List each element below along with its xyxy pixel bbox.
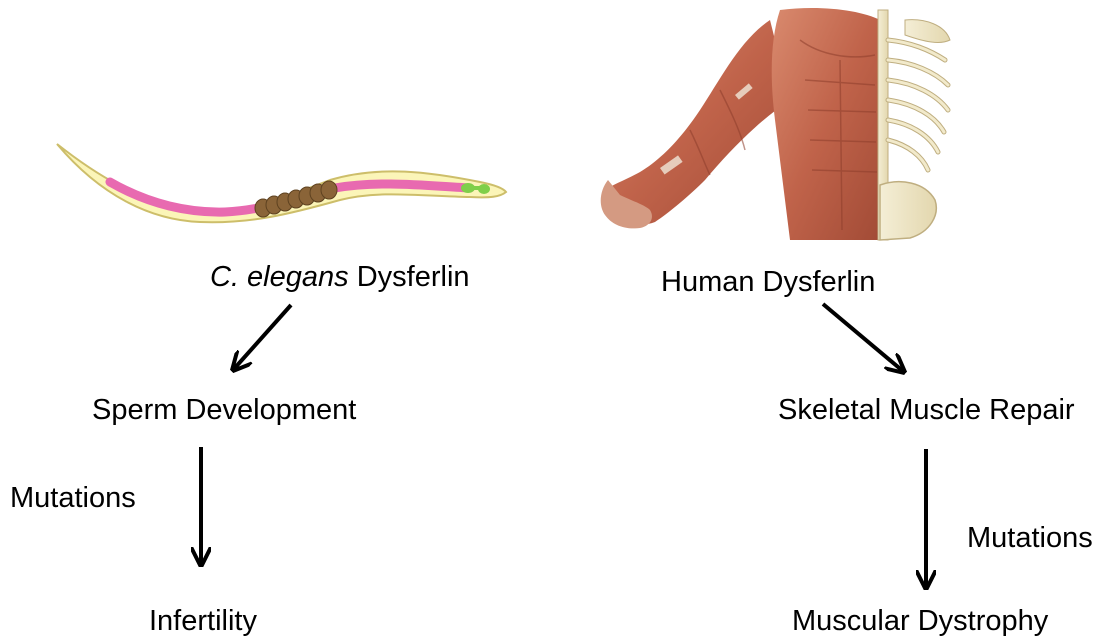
worm-dysferlin-label: C. elegans Dysferlin	[210, 260, 470, 294]
muscular-dystrophy-label: Muscular Dystrophy	[792, 604, 1048, 638]
protein-name: Dysferlin	[349, 261, 470, 293]
human-dysferlin-label: Human Dysferlin	[661, 265, 875, 299]
species-name: C. elegans	[210, 261, 349, 293]
ribcage	[888, 40, 948, 170]
sperm-development-label: Sperm Development	[92, 393, 356, 427]
human-muscle-skeleton-icon	[601, 8, 950, 240]
infertility-label: Infertility	[149, 604, 257, 638]
mutations-label-left: Mutations	[10, 481, 136, 515]
skeletal-muscle-repair-label: Skeletal Muscle Repair	[778, 393, 1075, 427]
pelvis	[880, 182, 936, 240]
arrow-human-to-muscle	[823, 304, 904, 372]
arm-muscles	[603, 20, 790, 224]
scapula	[905, 20, 950, 43]
torso-muscles	[772, 8, 880, 240]
arrow-worm-to-sperm	[233, 305, 291, 370]
mutations-label-right: Mutations	[967, 521, 1093, 555]
nematode-worm-icon	[57, 144, 506, 222]
